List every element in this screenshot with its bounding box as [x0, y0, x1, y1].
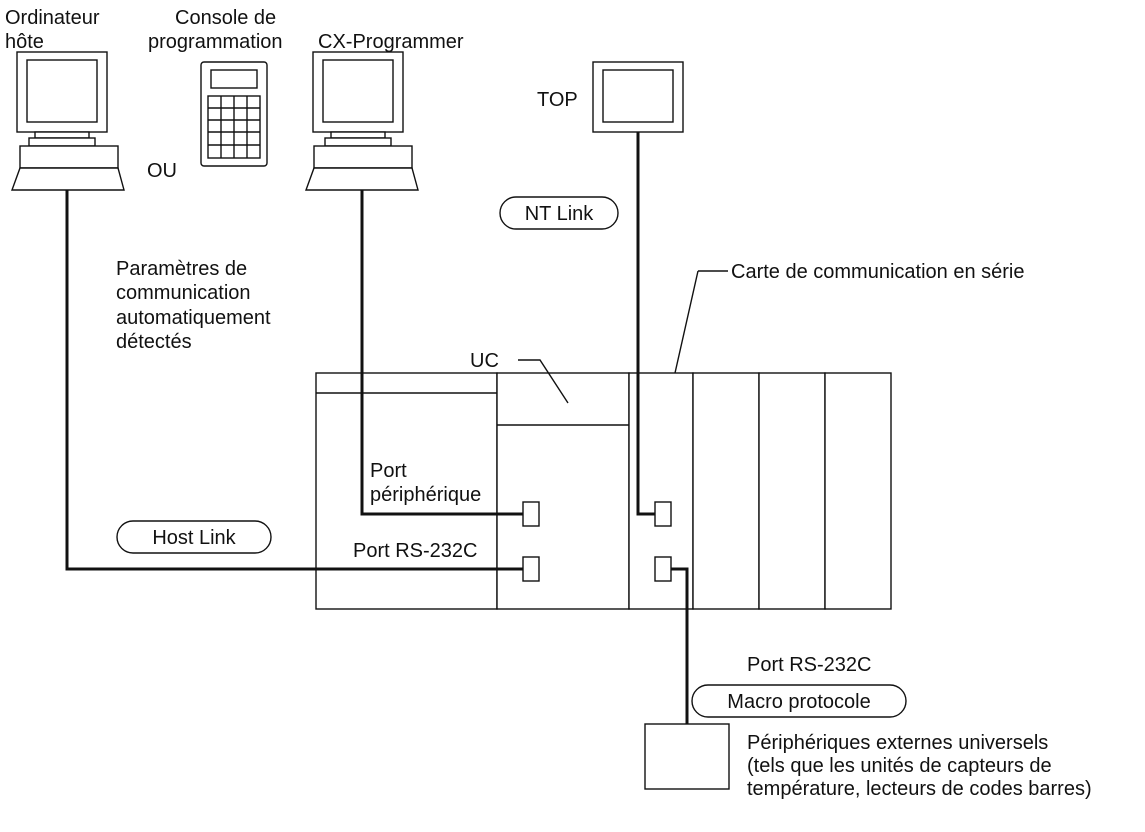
- auto-params-label: Paramètres de: [116, 258, 247, 280]
- external-devices-label: Périphériques externes universels: [747, 732, 1048, 754]
- peripheral-port-label: Port: [370, 460, 407, 482]
- nt-link-label: NT Link: [525, 203, 595, 225]
- host-link-pill: [116, 520, 272, 554]
- programming-console-label: programmation: [148, 31, 283, 53]
- serial-board-leader-diag: [674, 270, 699, 374]
- external-device-icon: [644, 723, 730, 790]
- host-link-label: Host Link: [152, 527, 236, 549]
- programming-console-icon: [200, 61, 268, 167]
- external-devices-label: (tels que les unités de capteurs de: [747, 755, 1052, 777]
- peripheral-port-label: périphérique: [370, 484, 481, 506]
- macro-protocol-cable: [671, 567, 689, 724]
- peripheral-cable: [360, 190, 523, 516]
- cx-programmer-computer-icon: [305, 51, 419, 191]
- peripheral-port-icon: [522, 501, 540, 527]
- auto-params-label: automatiquement: [116, 307, 271, 329]
- macro-protocol-pill: [691, 684, 907, 718]
- cpu-label: UC: [470, 350, 499, 372]
- macro-protocol-label: Macro protocole: [727, 691, 870, 713]
- host-link-cable: [65, 190, 523, 571]
- rs232c-port-cpu-icon: [522, 556, 540, 582]
- external-devices-label: température, lecteurs de codes barres): [747, 778, 1092, 800]
- rs232c-board-label: Port RS-232C: [747, 654, 872, 676]
- host-computer-label: Ordinateur: [5, 7, 100, 29]
- serial-board-label: Carte de communication en série: [731, 261, 1024, 283]
- nt-link-pill: [499, 196, 619, 230]
- auto-params-label: détectés: [116, 331, 192, 353]
- or-label: OU: [147, 160, 177, 182]
- cpu-leader: [518, 359, 569, 404]
- board-port-top-icon: [654, 501, 672, 527]
- cx-programmer-label: CX-Programmer: [318, 31, 464, 53]
- nt-link-cable: [636, 132, 655, 516]
- host-computer-icon: [11, 51, 125, 191]
- auto-params-label: communication: [116, 282, 251, 304]
- rs232c-port-board-icon: [654, 556, 672, 582]
- rs232c-cpu-label: Port RS-232C: [353, 540, 478, 562]
- host-computer-label: hôte: [5, 31, 44, 53]
- top-label: TOP: [537, 89, 578, 111]
- programming-console-label: Console de: [175, 7, 276, 29]
- top-terminal-icon: [592, 61, 684, 133]
